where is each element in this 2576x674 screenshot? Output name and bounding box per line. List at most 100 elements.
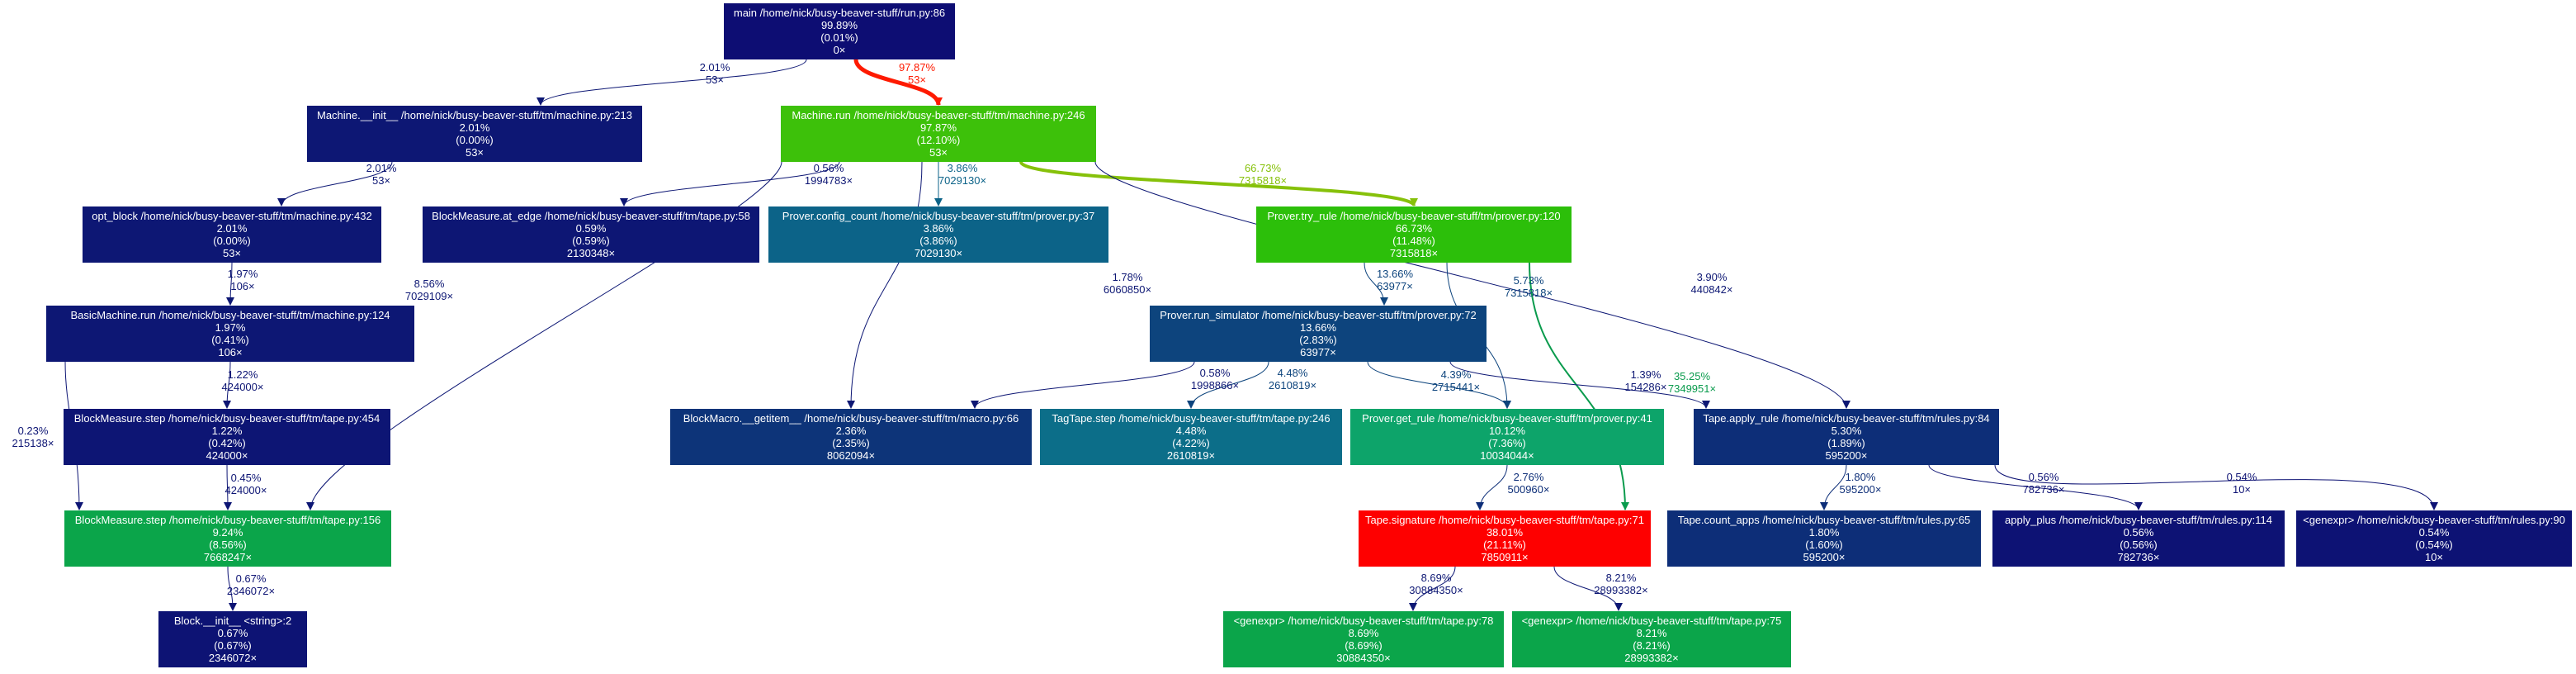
call-edge-machine-run-to-tape-apply-rule [1094, 161, 1850, 409]
edge-label: 4.48%2610819× [1260, 367, 1326, 392]
call-edge-prover-get-rule-to-tape-signature [1476, 464, 1508, 510]
call-edge-opt-block-to-basicmachine-run [226, 262, 235, 306]
node-self-time: (0.41%) [211, 334, 249, 346]
node-self-time: (4.22%) [1172, 437, 1210, 449]
edge-percent: 2.01% [366, 162, 397, 174]
edge-percent: 2.01% [699, 61, 730, 74]
call-edge-blockmeasure-step-156-to-block-init [227, 566, 237, 611]
edge-percent: 4.39% [1440, 368, 1472, 381]
call-edge-prover-run-simulator-to-tape-apply-rule [1449, 361, 1710, 409]
node-function-label: <genexpr> /home/nick/busy-beaver-stuff/t… [1521, 615, 1782, 627]
edge-label: 8.56%7029109× [396, 278, 462, 302]
edge-label: 0.56%1994783× [796, 162, 862, 187]
node-total-time: 0.56% [2123, 526, 2154, 539]
edge-call-count: 500960× [1507, 483, 1550, 496]
edge-call-count: 1998866× [1190, 379, 1240, 392]
edge-label: 1.80%595200× [1827, 471, 1893, 496]
call-edge-tape-signature-to-genexpr-tape-75 [1553, 566, 1623, 611]
function-node-run-main: main /home/nick/busy-beaver-stuff/run.py… [724, 3, 955, 59]
edge-label: 1.39%154286× [1613, 368, 1679, 393]
function-node-blockmeasure-step-454: BlockMeasure.step /home/nick/busy-beaver… [64, 409, 390, 465]
call-edge-run-main-to-machine-run [853, 59, 943, 106]
node-call-count: 7668247× [203, 551, 253, 563]
edge-percent: 35.25% [1673, 370, 1711, 382]
edge-label: 2.01%53× [682, 61, 748, 86]
edge-call-count: 63977× [1377, 280, 1413, 292]
edge-label: 0.45%424000× [213, 472, 279, 496]
edge-call-count: 424000× [221, 381, 264, 393]
edge-percent: 4.48% [1277, 367, 1308, 379]
call-edge-machine-run-to-prover-try-rule [1019, 160, 1418, 207]
node-total-time: 9.24% [212, 526, 243, 539]
node-function-label: Prover.get_rule /home/nick/busy-beaver-s… [1362, 412, 1652, 425]
edge-label: 2.76%500960× [1496, 471, 1562, 496]
edge-percent: 1.78% [1112, 271, 1143, 283]
edge-call-count: 595200× [1839, 483, 1882, 496]
node-call-count: 10034044× [1480, 449, 1534, 462]
function-node-apply-plus: apply_plus /home/nick/busy-beaver-stuff/… [1992, 510, 2285, 567]
edge-call-count: 53× [907, 74, 927, 86]
node-call-count: 10× [2424, 551, 2444, 563]
node-total-time: 2.01% [216, 222, 248, 235]
node-call-count: 424000× [206, 449, 248, 462]
edge-label: 0.58%1998866× [1182, 367, 1248, 392]
node-total-time: 0.54% [2418, 526, 2450, 539]
node-function-label: Machine.run /home/nick/busy-beaver-stuff… [792, 109, 1085, 121]
node-total-time: 1.97% [215, 321, 246, 334]
edge-call-count: 30884350× [1409, 584, 1463, 596]
node-call-count: 63977× [1300, 346, 1336, 358]
node-self-time: (2.83%) [1299, 334, 1337, 346]
node-self-time: (0.00%) [456, 134, 494, 146]
node-total-time: 13.66% [1299, 321, 1337, 334]
function-node-machine-run: Machine.run /home/nick/busy-beaver-stuff… [781, 106, 1096, 162]
node-function-label: BlockMeasure.at_edge /home/nick/busy-bea… [432, 210, 750, 222]
edge-call-count: 440842× [1690, 283, 1733, 296]
node-total-time: 5.30% [1831, 425, 1862, 437]
call-edge-machine-run-to-blockmeasure-step-156 [306, 161, 782, 510]
edge-label: 3.90%440842× [1679, 271, 1745, 296]
call-edge-prover-try-rule-to-prover-run-simulator [1364, 262, 1388, 306]
node-function-label: <genexpr> /home/nick/busy-beaver-stuff/t… [2303, 514, 2565, 526]
node-total-time: 99.89% [820, 19, 858, 31]
call-edge-tape-apply-rule-to-apply-plus [1928, 464, 2143, 510]
node-self-time: (2.35%) [832, 437, 870, 449]
node-total-time: 8.69% [1348, 627, 1379, 639]
node-call-count: 30884350× [1336, 652, 1391, 664]
node-function-label: Prover.try_rule /home/nick/busy-beaver-s… [1267, 210, 1561, 222]
edge-label: 1.22%424000× [210, 368, 276, 393]
node-self-time: (0.00%) [213, 235, 251, 247]
edge-call-count: 2610819× [1268, 379, 1317, 392]
node-total-time: 1.80% [1808, 526, 1840, 539]
node-call-count: 2346072× [208, 652, 258, 664]
node-function-label: TagTape.step /home/nick/busy-beaver-stuf… [1052, 412, 1331, 425]
edge-percent: 1.80% [1845, 471, 1876, 483]
node-call-count: 595200× [1803, 551, 1846, 563]
node-function-label: opt_block /home/nick/busy-beaver-stuff/t… [92, 210, 372, 222]
call-edge-prover-try-rule-to-tape-signature [1529, 262, 1629, 510]
node-function-label: Machine.__init__ /home/nick/busy-beaver-… [316, 109, 632, 121]
function-node-tape-apply-rule: Tape.apply_rule /home/nick/busy-beaver-s… [1694, 409, 1999, 465]
edge-label: 0.67%2346072× [218, 572, 284, 597]
node-call-count: 53× [465, 146, 484, 159]
call-edge-machine-init-to-opt-block [277, 161, 393, 206]
node-function-label: Tape.count_apps /home/nick/busy-beaver-s… [1677, 514, 1971, 526]
edge-percent: 1.97% [227, 268, 258, 280]
edge-percent: 3.86% [947, 162, 978, 174]
edge-call-count: 106× [230, 280, 255, 292]
call-edge-tape-apply-rule-to-genexpr-rules-90 [1994, 464, 2438, 510]
node-call-count: 7315818× [1389, 247, 1439, 259]
node-call-count: 53× [929, 146, 948, 159]
edge-percent: 5.73% [1513, 274, 1544, 287]
node-function-label: Block.__init__ <string>:2 [173, 615, 292, 627]
edge-layer [64, 59, 2438, 611]
node-call-count: 53× [222, 247, 242, 259]
node-call-count: 0× [833, 44, 846, 56]
node-self-time: (0.01%) [820, 31, 858, 44]
edge-call-count: 7315818× [1504, 287, 1553, 299]
edge-label: 0.23%215138× [0, 425, 66, 449]
edge-label: 0.56%782736× [2011, 471, 2077, 496]
function-node-prover-get-rule: Prover.get_rule /home/nick/busy-beaver-s… [1350, 409, 1664, 465]
node-self-time: (1.60%) [1805, 539, 1843, 551]
node-self-time: (21.11%) [1483, 539, 1526, 551]
call-edge-machine-run-to-blockmeasure-at-edge [620, 161, 840, 206]
